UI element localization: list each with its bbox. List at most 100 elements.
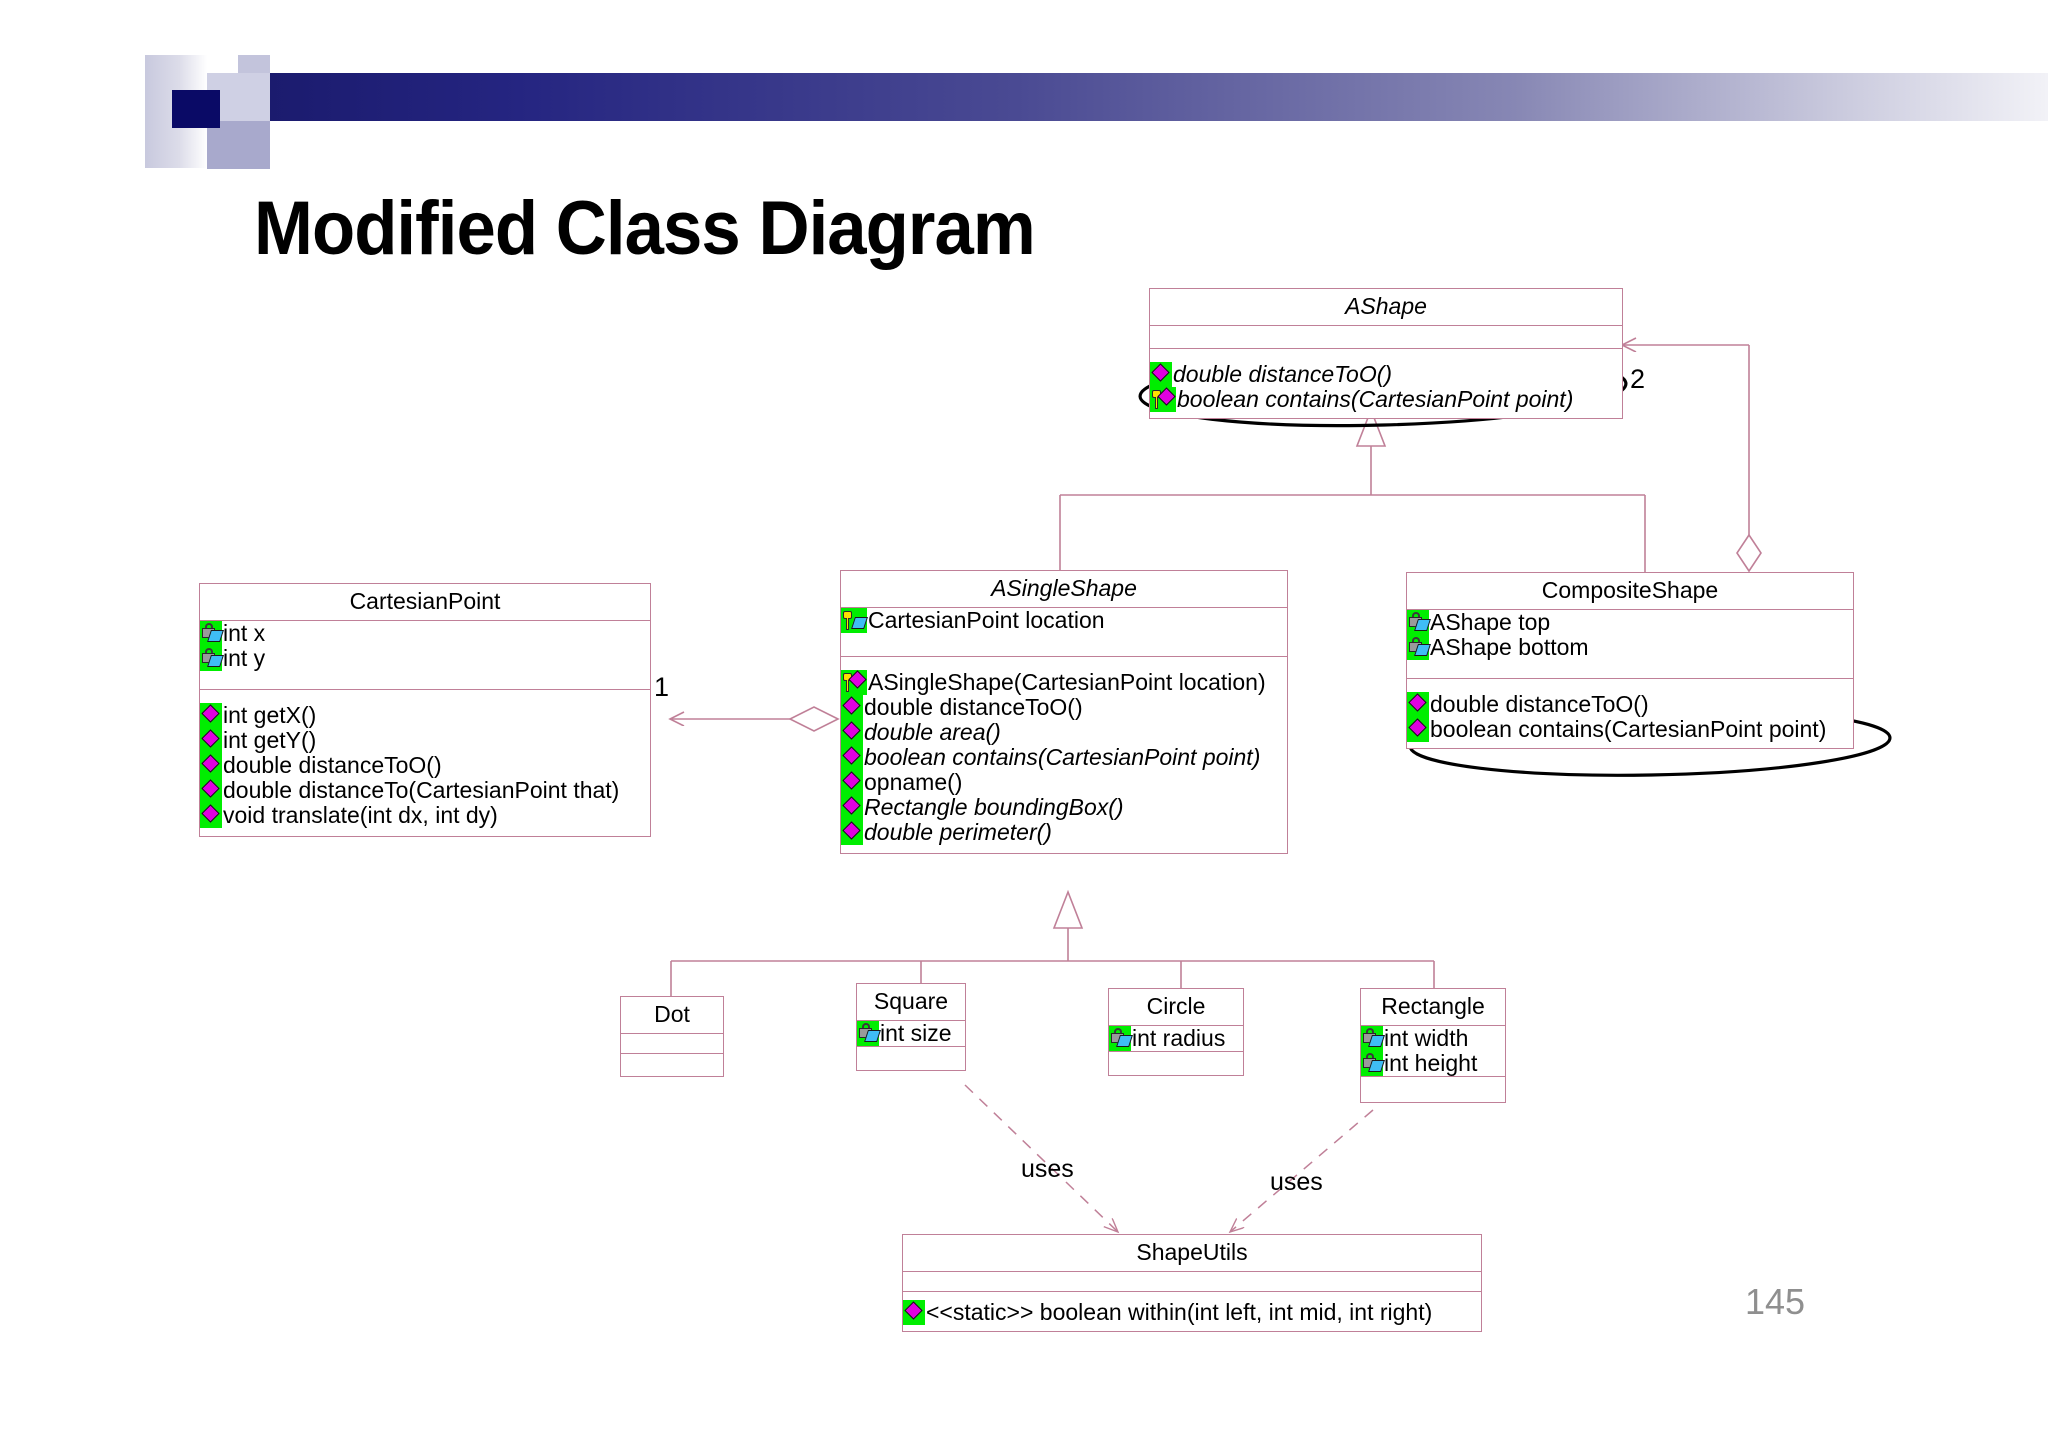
methods-compartment-cartesianpoint: int getX() int getY() double distanceToO… bbox=[200, 690, 650, 836]
class-name-compositeshape: CompositeShape bbox=[1407, 573, 1853, 610]
member-row[interactable]: opname() bbox=[841, 769, 1287, 795]
operation-icon bbox=[1150, 361, 1172, 387]
uses-label-left: uses bbox=[1021, 1155, 1074, 1183]
private-field-icon bbox=[1361, 1050, 1385, 1076]
fields-compartment-ashape bbox=[1150, 326, 1622, 349]
class-name-ashape: AShape bbox=[1150, 289, 1622, 326]
member-row[interactable]: boolean contains(CartesianPoint point) bbox=[1150, 386, 1622, 412]
class-name-shapeutils: ShapeUtils bbox=[903, 1235, 1481, 1272]
multiplicity-composite-to-ashape: 2 bbox=[1630, 364, 1646, 394]
operation-icon bbox=[841, 794, 863, 820]
methods-compartment-circle bbox=[1109, 1052, 1243, 1075]
member-row[interactable]: Rectangle boundingBox() bbox=[841, 794, 1287, 820]
member-row[interactable]: double distanceTo(CartesianPoint that) bbox=[200, 777, 650, 803]
operation-icon bbox=[200, 702, 222, 728]
class-box-shapeutils[interactable]: ShapeUtils <<static>> boolean within(int… bbox=[902, 1234, 1482, 1332]
member-row[interactable]: AShape bottom bbox=[1407, 634, 1853, 660]
fields-compartment-rectangle: int width int height bbox=[1361, 1025, 1505, 1077]
fields-compartment-shapeutils bbox=[903, 1272, 1481, 1292]
fields-compartment-cartesianpoint: int x int y bbox=[200, 620, 650, 690]
aggregation-asingleshape-cartesianpoint bbox=[670, 706, 840, 732]
operation-icon bbox=[841, 719, 863, 745]
class-name-asingleshape: ASingleShape bbox=[841, 571, 1287, 608]
class-name-rectangle: Rectangle bbox=[1361, 989, 1505, 1026]
member-row[interactable]: double perimeter() bbox=[841, 819, 1287, 845]
fields-compartment-asingleshape: CartesianPoint location bbox=[841, 607, 1287, 657]
class-box-square[interactable]: Square int size bbox=[856, 983, 966, 1071]
operation-icon bbox=[903, 1299, 925, 1325]
methods-compartment-asingleshape: ASingleShape(CartesianPoint location) do… bbox=[841, 657, 1287, 853]
class-box-dot[interactable]: Dot bbox=[620, 996, 724, 1077]
operation-icon bbox=[200, 727, 222, 753]
dependency-square-shapeutils bbox=[964, 1084, 1118, 1232]
private-field-icon bbox=[200, 620, 224, 646]
methods-compartment-rectangle bbox=[1361, 1077, 1505, 1102]
private-field-icon bbox=[857, 1020, 881, 1046]
member-row[interactable]: int getX() bbox=[200, 702, 650, 728]
operation-icon bbox=[200, 802, 222, 828]
class-box-rectangle[interactable]: Rectangle int width int height bbox=[1360, 988, 1506, 1103]
member-row[interactable]: int size bbox=[857, 1020, 965, 1046]
header-square-mid-lower bbox=[207, 121, 270, 169]
class-name-square: Square bbox=[857, 984, 965, 1021]
member-row[interactable]: int y bbox=[200, 645, 650, 671]
private-field-icon bbox=[1407, 634, 1431, 660]
member-row[interactable]: ASingleShape(CartesianPoint location) bbox=[841, 669, 1287, 695]
fields-compartment-circle: int radius bbox=[1109, 1025, 1243, 1052]
member-row[interactable]: boolean contains(CartesianPoint point) bbox=[1407, 716, 1853, 742]
private-field-icon bbox=[1407, 609, 1431, 635]
fields-compartment-square: int size bbox=[857, 1020, 965, 1047]
operation-icon bbox=[200, 752, 222, 778]
public-operation-icon bbox=[1150, 386, 1176, 412]
page-number: 145 bbox=[1745, 1281, 1806, 1322]
member-row[interactable]: double distanceToO() bbox=[841, 694, 1287, 720]
member-row[interactable]: <<static>> boolean within(int left, int … bbox=[903, 1299, 1481, 1325]
operation-icon bbox=[841, 819, 863, 845]
class-name-dot: Dot bbox=[621, 997, 723, 1034]
operation-icon bbox=[841, 744, 863, 770]
member-row[interactable]: double distanceToO() bbox=[1407, 691, 1853, 717]
operation-icon bbox=[841, 694, 863, 720]
member-row[interactable]: int x bbox=[200, 620, 650, 646]
header-square-navy bbox=[172, 90, 220, 128]
methods-compartment-compositeshape: double distanceToO() boolean contains(Ca… bbox=[1407, 679, 1853, 748]
generalization-ashape bbox=[1059, 407, 1646, 572]
methods-compartment-ashape: double distanceToO() boolean contains(Ca… bbox=[1150, 349, 1622, 418]
class-name-circle: Circle bbox=[1109, 989, 1243, 1026]
member-row[interactable]: double distanceToO() bbox=[200, 752, 650, 778]
header-gradient-band bbox=[270, 73, 2048, 121]
operation-icon bbox=[200, 777, 222, 803]
member-row[interactable]: boolean contains(CartesianPoint point) bbox=[841, 744, 1287, 770]
member-row[interactable]: int width bbox=[1361, 1025, 1505, 1051]
public-field-icon bbox=[841, 607, 868, 633]
fields-compartment-dot bbox=[621, 1034, 723, 1054]
public-operation-icon bbox=[841, 669, 867, 695]
class-box-asingleshape[interactable]: ASingleShape CartesianPoint location ASi… bbox=[840, 570, 1288, 854]
header-square-light bbox=[238, 55, 270, 73]
member-row[interactable]: double area() bbox=[841, 719, 1287, 745]
multiplicity-singleshape-to-point: 1 bbox=[654, 672, 670, 702]
member-row[interactable]: int radius bbox=[1109, 1025, 1243, 1051]
class-box-circle[interactable]: Circle int radius bbox=[1108, 988, 1244, 1076]
aggregation-compositeshape-ashape bbox=[1622, 345, 1762, 573]
class-name-cartesianpoint: CartesianPoint bbox=[200, 584, 650, 621]
methods-compartment-dot bbox=[621, 1054, 723, 1076]
operation-icon bbox=[841, 769, 863, 795]
member-row[interactable]: CartesianPoint location bbox=[841, 607, 1287, 633]
methods-compartment-square bbox=[857, 1047, 965, 1070]
fields-compartment-compositeshape: AShape top AShape bottom bbox=[1407, 609, 1853, 679]
private-field-icon bbox=[200, 645, 224, 671]
operation-icon bbox=[1407, 716, 1429, 742]
generalization-asingleshape bbox=[670, 889, 1435, 996]
class-box-compositeshape[interactable]: CompositeShape AShape top AShape bottom … bbox=[1406, 572, 1854, 749]
class-box-cartesianpoint[interactable]: CartesianPoint int x int y int getX() in… bbox=[199, 583, 651, 837]
slide-title: Modified Class Diagram bbox=[254, 186, 1036, 271]
member-row[interactable]: double distanceToO() bbox=[1150, 361, 1622, 387]
member-row[interactable]: void translate(int dx, int dy) bbox=[200, 802, 650, 828]
member-row[interactable]: int getY() bbox=[200, 727, 650, 753]
uses-label-right: uses bbox=[1270, 1168, 1323, 1196]
member-row[interactable]: AShape top bbox=[1407, 609, 1853, 635]
class-box-ashape[interactable]: AShape double distanceToO() boolean cont… bbox=[1149, 288, 1623, 419]
member-row[interactable]: int height bbox=[1361, 1050, 1505, 1076]
operation-icon bbox=[1407, 691, 1429, 717]
